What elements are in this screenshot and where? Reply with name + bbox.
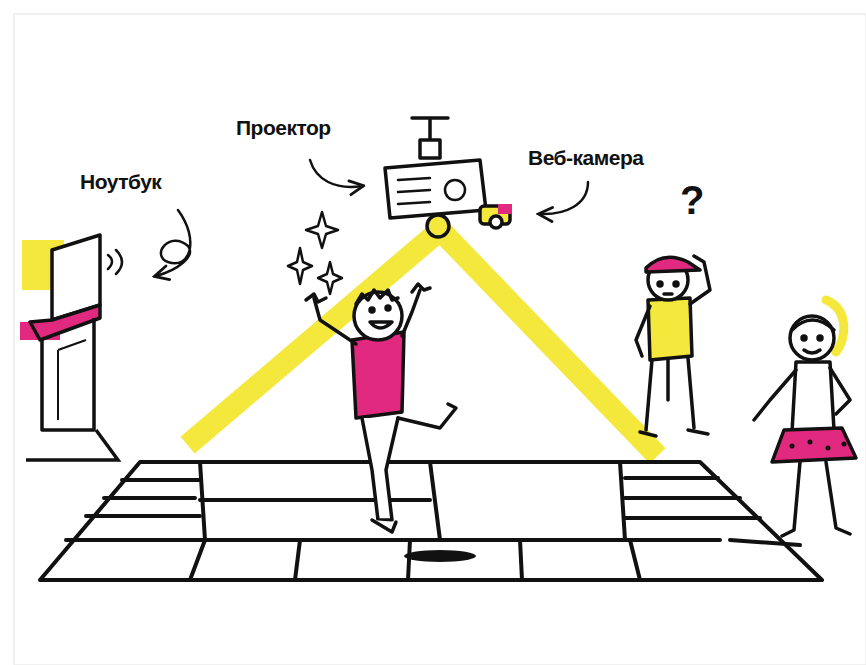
- frame: [14, 14, 866, 665]
- part-label: Ноутбук: [80, 170, 161, 193]
- girl: [754, 300, 856, 536]
- part-label: Проектор: [236, 116, 331, 139]
- boy-with-cap: [636, 256, 710, 436]
- question-mark: ?: [680, 178, 704, 222]
- sparkle: [288, 212, 342, 294]
- leader-arrow: [156, 160, 588, 276]
- projector: [385, 118, 512, 237]
- projector-beam: [196, 232, 650, 448]
- laptop: [20, 235, 122, 460]
- floor-grid: [40, 462, 822, 580]
- part-label: Веб-камера: [528, 146, 643, 169]
- jumping-boy: [306, 284, 456, 532]
- shadow: [404, 550, 476, 562]
